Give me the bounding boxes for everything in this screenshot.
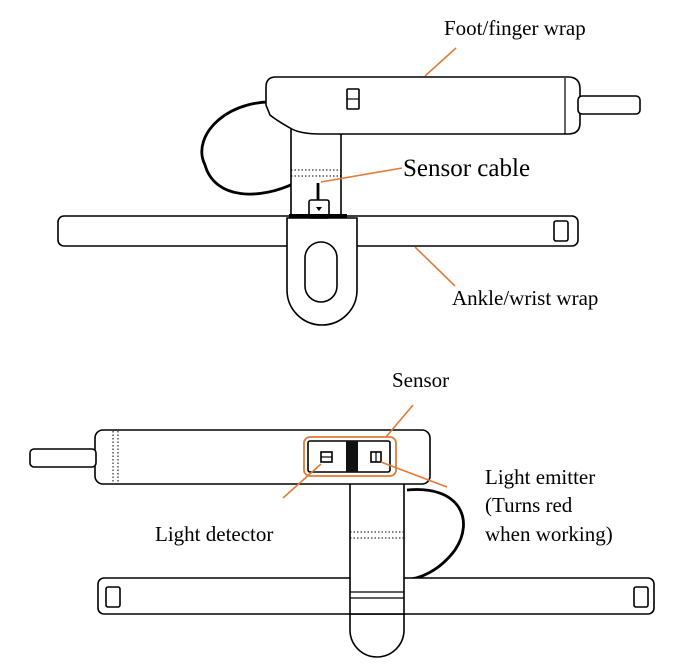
bottom-foot-wrap-tail: [29, 448, 97, 468]
sensor-highlight: [303, 436, 397, 477]
light-detector-leader: [282, 463, 322, 499]
top-assembly: [57, 47, 641, 326]
label-light-emitter-note-2: when working): [485, 522, 613, 546]
label-light-emitter-note-1: (Turns red: [485, 493, 573, 517]
label-light-emitter: Light emitter: [485, 465, 595, 489]
label-ankle-wrist-wrap: Ankle/wrist wrap: [452, 286, 598, 310]
foot-wrap-tail: [577, 95, 641, 115]
cradle-slot: [304, 241, 338, 303]
sensor-cable-loop: [200, 100, 320, 200]
bottom-sensor-cable-loop: [401, 488, 465, 582]
foot-finger-wrap-body: [265, 76, 581, 135]
bottom-strap-right-slot: [633, 586, 649, 608]
label-foot-finger-wrap: Foot/finger wrap: [444, 16, 586, 40]
label-sensor: Sensor: [392, 368, 449, 392]
stem-base-band: [289, 214, 347, 218]
bottom-assembly: [29, 404, 655, 658]
label-light-detector: Light detector: [155, 522, 273, 546]
ankle-wrist-wrap-leader: [414, 246, 456, 287]
bottom-strap-left-slot: [105, 586, 121, 608]
sensor-cable-leader: [320, 167, 403, 183]
foot-finger-wrap-leader: [424, 47, 457, 77]
light-emitter-leader: [380, 461, 448, 488]
sensor-divider: [346, 441, 358, 472]
bottom-cradle: [349, 613, 405, 658]
strap-buckle-slot: [553, 220, 569, 242]
bottom-stem: [349, 482, 405, 615]
sensor-leader: [385, 404, 414, 438]
label-sensor-cable: Sensor cable: [403, 155, 530, 182]
